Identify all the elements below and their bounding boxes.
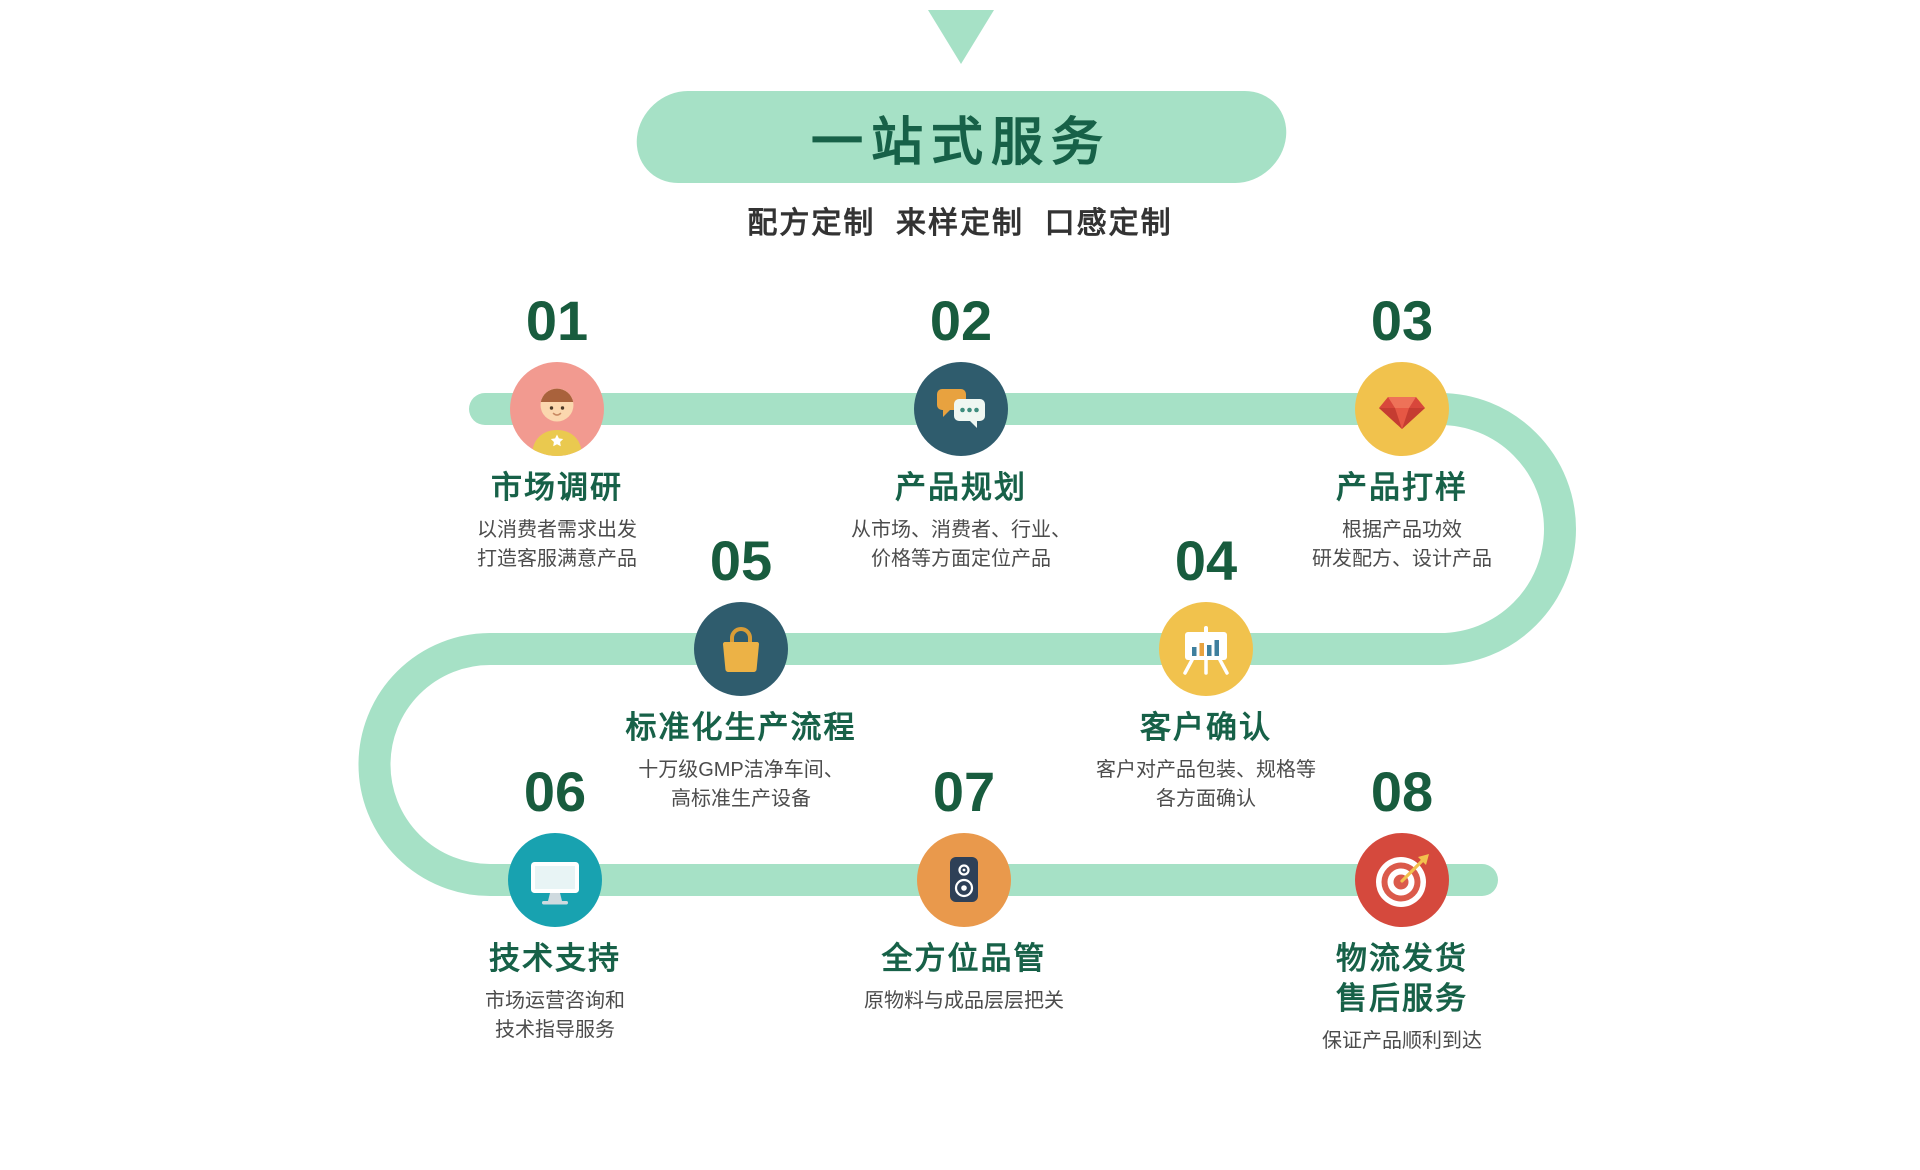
step-number: 06 bbox=[523, 760, 587, 823]
dartboard-icon bbox=[1355, 833, 1449, 927]
step-08: 08 物流发货 售后服务 保证产品顺利到达 bbox=[1167, 759, 1637, 1056]
step-03: 03 产品打样 根据产品功效 研发配方、设计产品 bbox=[1167, 288, 1637, 574]
step-05: 05 标准化生产流程 十万级GMP洁净车间、 高标准生产设备 bbox=[506, 528, 976, 814]
shopping-bag-icon bbox=[694, 602, 788, 696]
step-title: 物流发货 售后服务 bbox=[1336, 941, 1468, 1016]
step-06: 06 技术支持 市场运营咨询和 技术指导服务 bbox=[320, 759, 790, 1045]
step-title: 市场调研 bbox=[491, 470, 623, 505]
step-04: 04 客户确认 客户对产品包装、规格等 各方面确认 bbox=[971, 528, 1441, 814]
gem-icon bbox=[1355, 362, 1449, 456]
step-number: 03 bbox=[1370, 289, 1434, 352]
step-07: 07 全方位品管 原物料与成品层层把关 bbox=[729, 759, 1199, 1016]
step-desc: 以消费者需求出发 打造客服满意产品 bbox=[477, 519, 637, 570]
step-desc: 客户对产品包装、规格等 各方面确认 bbox=[1096, 759, 1316, 810]
step-desc: 根据产品功效 研发配方、设计产品 bbox=[1312, 519, 1492, 570]
step-desc: 市场运营咨询和 技术指导服务 bbox=[485, 990, 625, 1041]
step-title: 技术支持 bbox=[489, 941, 621, 976]
step-desc: 原物料与成品层层把关 bbox=[864, 990, 1064, 1012]
step-desc: 十万级GMP洁净车间、 高标准生产设备 bbox=[638, 759, 844, 810]
step-number: 01 bbox=[525, 289, 589, 352]
step-desc: 从市场、消费者、行业、 价格等方面定位产品 bbox=[851, 519, 1071, 570]
down-triangle-icon bbox=[928, 10, 994, 64]
step-number: 08 bbox=[1370, 760, 1434, 823]
title-banner: 一站式服务 bbox=[632, 91, 1291, 183]
step-title: 全方位品管 bbox=[881, 941, 1047, 976]
step-01: 01 市场调研 以消费者需求出发 打造客服满意产品 bbox=[322, 288, 792, 574]
step-title: 标准化生产流程 bbox=[625, 710, 857, 745]
avatar-icon bbox=[510, 362, 604, 456]
step-title: 客户确认 bbox=[1140, 710, 1272, 745]
step-number: 05 bbox=[709, 529, 773, 592]
step-number: 07 bbox=[932, 760, 996, 823]
step-02: 02 产品规划 从市场、消费者、行业、 价格等方面定位产品 bbox=[726, 288, 1196, 574]
chat-bubbles-icon bbox=[914, 362, 1008, 456]
step-title: 产品规划 bbox=[895, 470, 1027, 505]
monitor-icon bbox=[508, 833, 602, 927]
step-number: 04 bbox=[1174, 529, 1238, 592]
page-subtitle: 配方定制 来样定制 口感定制 bbox=[747, 207, 1173, 240]
step-title: 产品打样 bbox=[1336, 470, 1468, 505]
presentation-chart-icon bbox=[1159, 602, 1253, 696]
page-title: 一站式服务 bbox=[811, 113, 1112, 172]
step-number: 02 bbox=[929, 289, 993, 352]
speaker-icon bbox=[917, 833, 1011, 927]
step-desc: 保证产品顺利到达 bbox=[1322, 1030, 1482, 1052]
